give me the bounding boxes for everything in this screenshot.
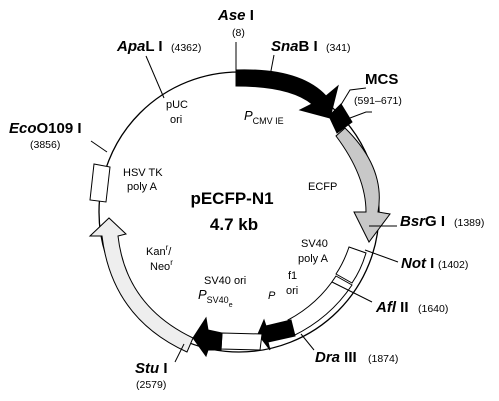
- ecfp-arrow: [335, 127, 391, 243]
- apal-position: (4362): [171, 42, 201, 54]
- sv40-ori-box: [220, 332, 263, 351]
- afl-label: Afl II: [375, 299, 409, 316]
- hsv-label-2: poly A: [127, 181, 158, 193]
- ecfp-label: ECFP: [308, 181, 337, 193]
- p-promoter-arrow: [257, 318, 296, 351]
- f1-ori-label-1: f1: [288, 270, 297, 282]
- afl-tick: [331, 281, 373, 303]
- dra-label: Dra III: [315, 349, 357, 366]
- mcs-leader-2: [349, 111, 372, 119]
- f1-ori-label-2: ori: [286, 285, 298, 297]
- p-small-label: P: [268, 290, 276, 302]
- eco-position: (3856): [30, 139, 60, 151]
- mcs-label: MCS: [365, 71, 398, 88]
- stu-label: Stu I: [135, 360, 168, 377]
- not-label: Not I: [401, 255, 434, 272]
- sv40-polya-box: [335, 246, 367, 284]
- stu-tick: [174, 343, 185, 363]
- mcs-position: (591–671): [354, 95, 402, 107]
- snab-position: (341): [326, 42, 351, 54]
- sv40-ori-label: SV40 ori: [204, 275, 246, 287]
- snab-tick: [269, 54, 275, 77]
- psv40-label: PSV40e: [198, 287, 233, 309]
- apal-label: ApaL I: [116, 38, 163, 55]
- ase-position: (8): [232, 27, 245, 39]
- sv40-polya-label-1: SV40: [301, 238, 328, 250]
- puc-ori-label-1: pUC: [166, 99, 188, 111]
- plasmid-name: pECFP-N1: [190, 189, 273, 208]
- eco-tick: [90, 140, 108, 153]
- kan-label: Kanr/: [146, 243, 172, 258]
- eco-label: EcoO109 I: [9, 120, 82, 137]
- not-position: (1402): [438, 259, 468, 271]
- kan-neo-arrow: [88, 217, 194, 353]
- apal-tick: [145, 55, 165, 99]
- plasmid-size: 4.7 kb: [210, 215, 258, 234]
- puc-ori-label-2: ori: [170, 114, 182, 126]
- dra-tick: [300, 333, 315, 351]
- snab-label: SnaB I: [271, 38, 318, 55]
- afl-position: (1640): [418, 303, 448, 315]
- neo-label: Neor: [150, 258, 173, 273]
- hsv-tk-polya-box: [89, 163, 111, 203]
- stu-position: (2579): [136, 379, 166, 391]
- bsrg-position: (1389): [454, 217, 484, 229]
- psv40-promoter-arrow: [192, 316, 223, 358]
- sv40-polya-label-2: poly A: [298, 253, 329, 265]
- not-tick: [364, 249, 399, 263]
- hsv-label-1: HSV TK: [123, 167, 163, 179]
- bsrg-label: BsrG I: [400, 213, 445, 230]
- mcs-block: [328, 103, 353, 134]
- dra-position: (1874): [368, 353, 398, 365]
- mcs-leader: [338, 87, 367, 109]
- ase-label: Ase I: [217, 7, 254, 24]
- pcmv-label: PCMV IE: [244, 108, 284, 126]
